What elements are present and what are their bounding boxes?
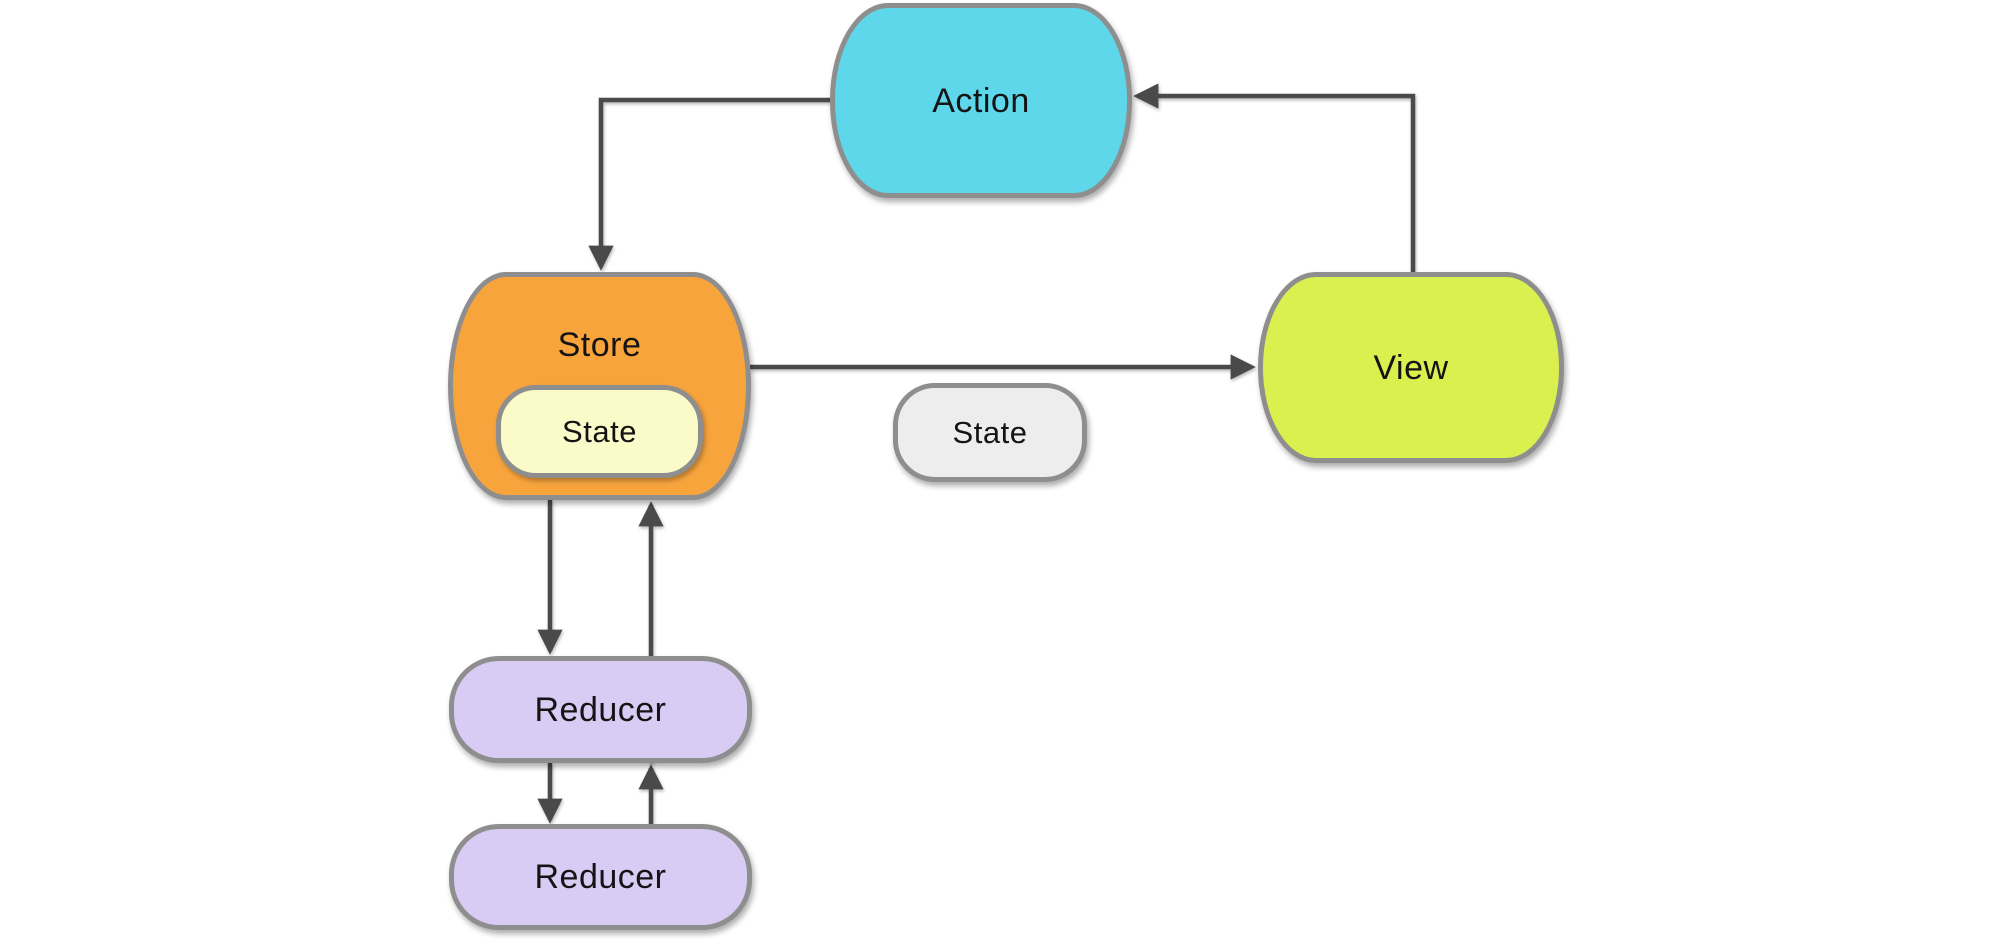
- store-state-label: State: [562, 413, 637, 449]
- reducer-1-label: Reducer: [534, 690, 667, 729]
- node-store-state: State: [496, 385, 703, 478]
- node-reducer-2: Reducer: [449, 824, 752, 930]
- node-store: Store State: [448, 272, 751, 500]
- view-label: View: [1373, 348, 1449, 387]
- node-reducer-1: Reducer: [449, 656, 752, 763]
- action-label: Action: [932, 81, 1030, 120]
- state-label: State: [952, 414, 1028, 450]
- node-state: State: [893, 383, 1087, 482]
- reducer-2-label: Reducer: [534, 858, 667, 896]
- node-view: View: [1258, 272, 1564, 463]
- node-action: Action: [830, 3, 1132, 198]
- store-label: Store: [557, 326, 642, 364]
- edge-view-to-action: [1133, 83, 1416, 272]
- edge-action-to-store: [588, 97, 830, 271]
